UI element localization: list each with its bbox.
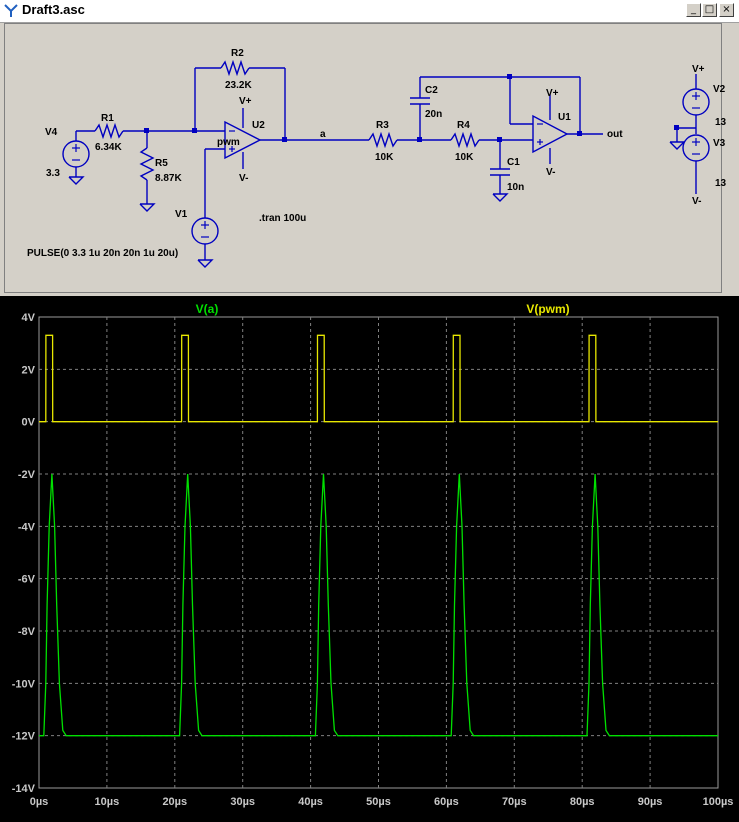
x-tick-label: 40µs bbox=[298, 796, 323, 808]
x-tick-label: 70µs bbox=[502, 796, 527, 808]
v3-label: V3 bbox=[713, 138, 726, 149]
v2-label: V2 bbox=[713, 84, 726, 95]
u2-label: U2 bbox=[252, 120, 265, 131]
r1-value: 6.34K bbox=[95, 142, 122, 153]
x-tick-label: 30µs bbox=[230, 796, 255, 808]
x-tick-label: 50µs bbox=[366, 796, 391, 808]
u1-label: U1 bbox=[558, 112, 571, 123]
svg-text:V+: V+ bbox=[692, 64, 705, 75]
y-tick-label: 0V bbox=[22, 417, 36, 429]
r2-label: R2 bbox=[231, 48, 244, 59]
c2-label: C2 bbox=[425, 85, 438, 96]
title-bar[interactable]: Draft3.asc _ □ × bbox=[0, 0, 739, 23]
v4-label: V4 bbox=[45, 127, 58, 138]
x-tick-label: 90µs bbox=[638, 796, 663, 808]
y-tick-label: -2V bbox=[18, 469, 36, 481]
r2-value: 23.2K bbox=[225, 80, 252, 91]
y-tick-label: -10V bbox=[12, 678, 36, 690]
waveform-pane[interactable]: 0µs 10µs 20µs 30µs 40µs 50µs 60µs 70µs 80µs 90µs 1… bbox=[0, 296, 739, 822]
r2-resistor[interactable] bbox=[220, 59, 250, 77]
maximize-button[interactable]: □ bbox=[702, 3, 717, 17]
junction-dots bbox=[144, 74, 679, 142]
v1-label: V1 bbox=[175, 209, 188, 220]
svg-text:V-: V- bbox=[239, 173, 248, 184]
net-pwm-label: pwm bbox=[217, 137, 240, 148]
c1-label: C1 bbox=[507, 157, 520, 168]
schematic-pane[interactable]: V+ V- V+ V- V+ V- V4 3.3 R1 6.34K R5 8.8… bbox=[4, 23, 727, 293]
v3-value: 13 bbox=[715, 178, 727, 189]
legend-0: V(a) bbox=[196, 302, 219, 316]
r4-resistor[interactable] bbox=[450, 131, 480, 149]
y-tick-label: 2V bbox=[22, 364, 36, 376]
y-tick-label: -14V bbox=[12, 783, 36, 795]
u1-opamp[interactable] bbox=[532, 114, 569, 154]
x-tick-label: 60µs bbox=[434, 796, 459, 808]
r5-value: 8.87K bbox=[155, 173, 182, 184]
r3-resistor[interactable] bbox=[368, 131, 398, 149]
x-tick-label: 80µs bbox=[570, 796, 595, 808]
c2-value: 20n bbox=[425, 109, 442, 120]
r5-resistor[interactable] bbox=[139, 147, 155, 181]
ground-symbols bbox=[68, 141, 686, 268]
c1-value: 10n bbox=[507, 182, 524, 193]
tran-directive[interactable]: .tran 100u bbox=[259, 213, 306, 224]
y-tick-label: -6V bbox=[18, 574, 36, 586]
series-line-1 bbox=[39, 334, 718, 423]
svg-text:V+: V+ bbox=[546, 88, 559, 99]
y-tick-label: -4V bbox=[18, 521, 36, 533]
r4-value: 10K bbox=[455, 152, 474, 163]
y-tick-label: 4V bbox=[22, 312, 36, 324]
svg-text:V+: V+ bbox=[239, 96, 252, 107]
r3-value: 10K bbox=[375, 152, 394, 163]
schematic-canvas[interactable]: V+ V- V+ V- V+ V- V4 3.3 R1 6.34K R5 8.8… bbox=[5, 24, 727, 292]
x-tick-label: 0µs bbox=[30, 796, 49, 808]
y-tick-label: -8V bbox=[18, 626, 36, 638]
v4-value: 3.3 bbox=[46, 168, 60, 179]
u2-opamp[interactable] bbox=[224, 120, 262, 160]
net-a-label: a bbox=[320, 129, 326, 140]
minimize-button[interactable]: _ bbox=[686, 3, 701, 17]
waveform-plot[interactable]: 0µs 10µs 20µs 30µs 40µs 50µs 60µs 70µs 80µs 90µs 1… bbox=[0, 296, 739, 822]
series-line-0 bbox=[39, 473, 718, 737]
x-tick-label: 20µs bbox=[162, 796, 187, 808]
x-tick-label: 100µs bbox=[703, 796, 734, 808]
r4-label: R4 bbox=[457, 120, 470, 131]
x-tick-label: 10µs bbox=[95, 796, 120, 808]
schematic-icon bbox=[4, 4, 18, 17]
r1-label: R1 bbox=[101, 113, 114, 124]
net-out-label: out bbox=[607, 129, 623, 140]
r5-label: R5 bbox=[155, 158, 168, 169]
window-title: Draft3.asc bbox=[22, 2, 85, 17]
v1-value: PULSE(0 3.3 1u 20n 20n 1u 20u) bbox=[27, 248, 178, 259]
y-tick-label: -12V bbox=[12, 731, 36, 743]
svg-text:V-: V- bbox=[546, 167, 555, 178]
r1-resistor[interactable] bbox=[94, 122, 124, 140]
v2-value: 13 bbox=[715, 117, 727, 128]
legend-1: V(pwm) bbox=[526, 302, 569, 316]
r3-label: R3 bbox=[376, 120, 389, 131]
svg-text:V-: V- bbox=[692, 196, 701, 207]
close-button[interactable]: × bbox=[719, 3, 734, 17]
